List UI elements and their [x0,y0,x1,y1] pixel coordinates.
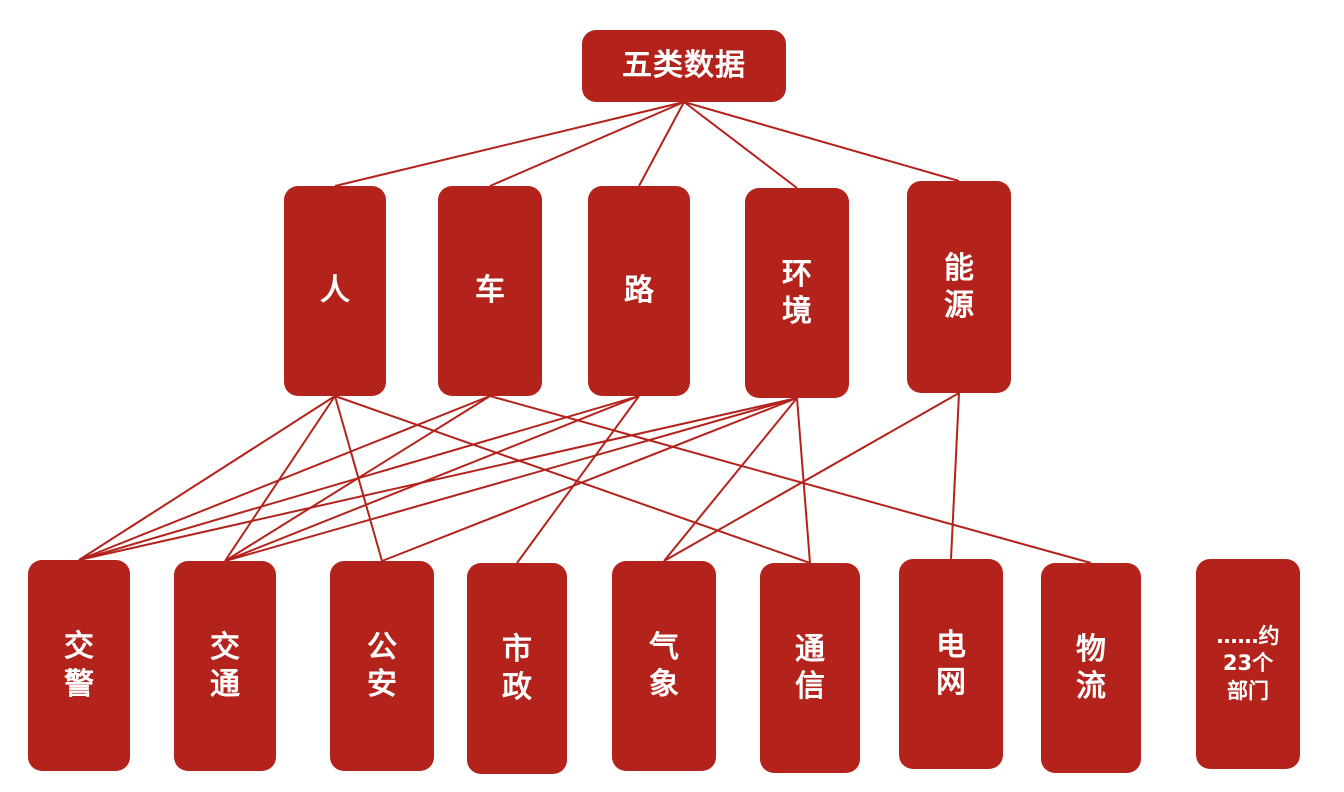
department-label: 交警 [64,629,94,702]
department-label: 物流 [1076,631,1106,705]
department-node-gongan: 公安 [330,561,434,771]
department-label: 公安 [367,629,397,703]
edge-huanjing-jiaotong [224,397,798,562]
category-label: 车 [475,273,505,309]
edge-che-wuliu [489,395,1092,564]
edge-ren-jiaotong [224,395,336,562]
department-node-more: ……约23个部门 [1196,559,1300,769]
edge-root-ren [334,101,685,187]
edge-huanjing-qixiang [663,397,798,562]
category-node-huanjing: 环境 [745,188,849,398]
category-label: 路 [624,273,654,309]
edge-root-lu [638,101,685,187]
department-label: ……约23个部门 [1216,624,1280,703]
root-node: 五类数据 [582,30,786,102]
category-label: 人 [320,273,350,309]
edge-root-nengyuan [683,101,960,182]
edge-ren-tongxin [334,395,811,564]
category-node-lu: 路 [588,186,690,396]
department-label: 气象 [649,629,679,703]
edge-root-huanjing [683,101,798,189]
root-node-label: 五类数据 [622,48,746,84]
edge-ren-jiaojing [78,395,336,561]
department-node-qixiang: 气象 [612,561,716,771]
category-label: 环境 [782,256,812,330]
department-node-jiaotong: 交通 [174,561,276,771]
edge-lu-shizheng [516,395,640,564]
category-node-che: 车 [438,186,542,396]
department-node-jiaojing: 交警 [28,560,130,771]
edge-nengyuan-dianwang [950,392,960,560]
department-node-wuliu: 物流 [1041,563,1141,773]
edge-che-jiaojing [78,395,491,561]
department-node-shizheng: 市政 [467,563,567,774]
department-label: 交通 [210,629,240,703]
category-node-nengyuan: 能源 [907,181,1011,393]
edge-huanjing-jiaojing [78,397,798,561]
department-label: 通信 [795,631,825,705]
department-node-tongxin: 通信 [760,563,860,773]
edge-lu-jiaojing [78,395,640,561]
department-node-dianwang: 电网 [899,559,1003,769]
edge-huanjing-gongan [381,397,798,562]
category-label: 能源 [944,250,974,324]
edge-lu-jiaotong [224,395,640,562]
edge-nengyuan-qixiang [663,392,960,562]
category-node-ren: 人 [284,186,386,396]
department-label: 电网 [936,627,966,701]
edge-root-che [489,101,685,187]
department-label: 市政 [502,632,532,705]
